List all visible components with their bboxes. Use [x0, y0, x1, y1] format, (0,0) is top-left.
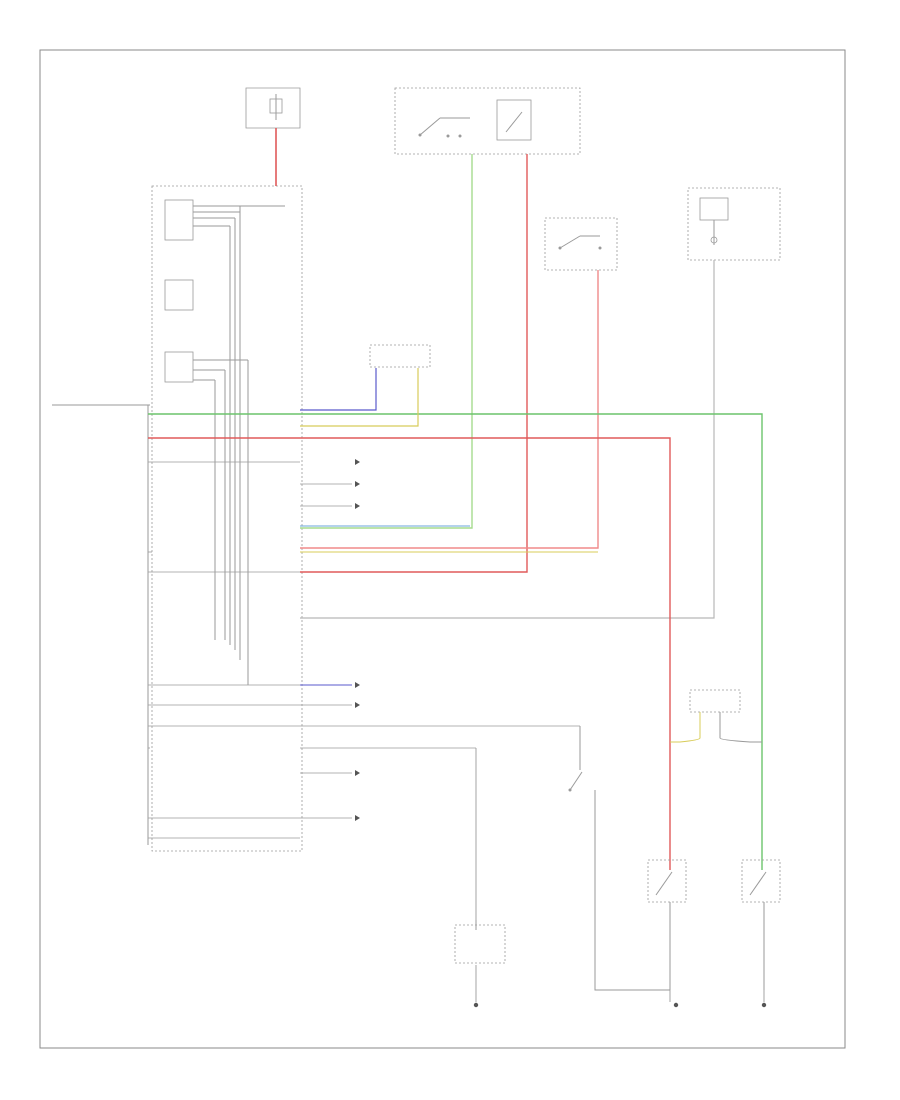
pin-stubs	[148, 461, 580, 839]
parking-brake-switch	[568, 726, 670, 991]
fuse-box	[245, 87, 301, 129]
door-switch-right	[741, 859, 781, 990]
door-switch-left	[647, 859, 687, 990]
wire-green-long	[148, 413, 763, 870]
ground-wires	[475, 748, 765, 1002]
wire-red-long	[148, 437, 671, 870]
diagram-frame	[39, 49, 846, 1049]
warning-buzzer	[454, 920, 506, 964]
neutral-switch	[544, 217, 618, 271]
wire-seatbelt-gray	[300, 260, 715, 619]
output-stubs	[300, 483, 476, 819]
wire-neutral-pink	[300, 270, 599, 549]
seat-belt-buckle	[687, 187, 781, 261]
pin-label-column	[52, 404, 150, 845]
ground-symbols	[473, 1002, 767, 1008]
control-unit	[151, 185, 303, 852]
connector-box	[369, 344, 431, 368]
wire-ignition-green	[300, 154, 473, 529]
door-junction	[670, 689, 762, 743]
wire-darkblue-short	[300, 368, 377, 411]
ignition-switch	[394, 87, 581, 155]
signal-arrows	[355, 459, 360, 821]
wire-ignition-red	[300, 154, 528, 573]
wire-yellow-short	[300, 368, 419, 427]
